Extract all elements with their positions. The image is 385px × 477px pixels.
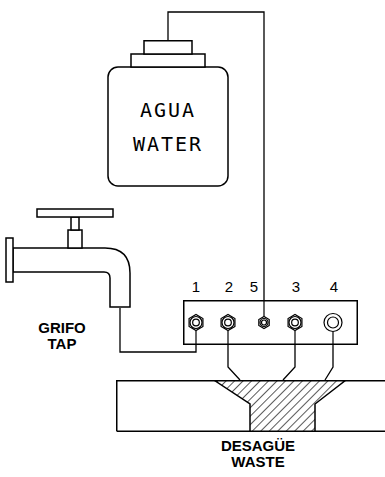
- port-fitting: [324, 314, 342, 346]
- panel-outline: [184, 301, 358, 345]
- pipe-line: [228, 345, 240, 380]
- port-number: 2: [221, 278, 237, 295]
- water-bottle: AGUA WATER: [107, 40, 229, 187]
- port-fitting: [288, 315, 302, 346]
- port-fitting: [221, 315, 235, 346]
- tap-node-shape: [5, 200, 135, 308]
- port-number: 1: [188, 278, 204, 295]
- drain-funnel: [215, 381, 345, 432]
- pipe-line: [325, 345, 333, 380]
- port-stub: [263, 300, 264, 317]
- pipe-line: [283, 345, 295, 380]
- tap-label: GRIFO TAP: [27, 320, 97, 352]
- port-panel: 12534: [183, 300, 358, 345]
- drain-outline: [117, 381, 385, 432]
- port-fitting: [189, 315, 203, 346]
- tap-node: GRIFO TAP: [5, 200, 135, 308]
- port-stub: [294, 331, 295, 346]
- port-stub: [332, 332, 333, 346]
- port-number: 5: [246, 278, 262, 295]
- tap-stem: [68, 230, 82, 248]
- tap-flange: [6, 238, 13, 282]
- port-number: 4: [326, 278, 342, 295]
- waste-drain-shape: [116, 380, 385, 432]
- tap-knob: [71, 217, 79, 230]
- port-number: 3: [288, 278, 304, 295]
- tap-symbol: [6, 209, 130, 307]
- port-panel-shape: [183, 300, 358, 345]
- bottle-label: AGUA WATER: [123, 93, 213, 161]
- waste-drain: DESAGÜE WASTE: [116, 380, 385, 432]
- port-stub: [227, 331, 228, 346]
- bottle-cap: [144, 41, 192, 54]
- bottle-body: [108, 67, 228, 186]
- tap-spout: [13, 248, 130, 307]
- tap-handle: [37, 209, 113, 217]
- bottle-collar: [131, 54, 205, 67]
- waste-label: DESAGÜE WASTE: [213, 438, 303, 470]
- port-stub: [195, 331, 196, 346]
- port-fitting: [259, 300, 269, 329]
